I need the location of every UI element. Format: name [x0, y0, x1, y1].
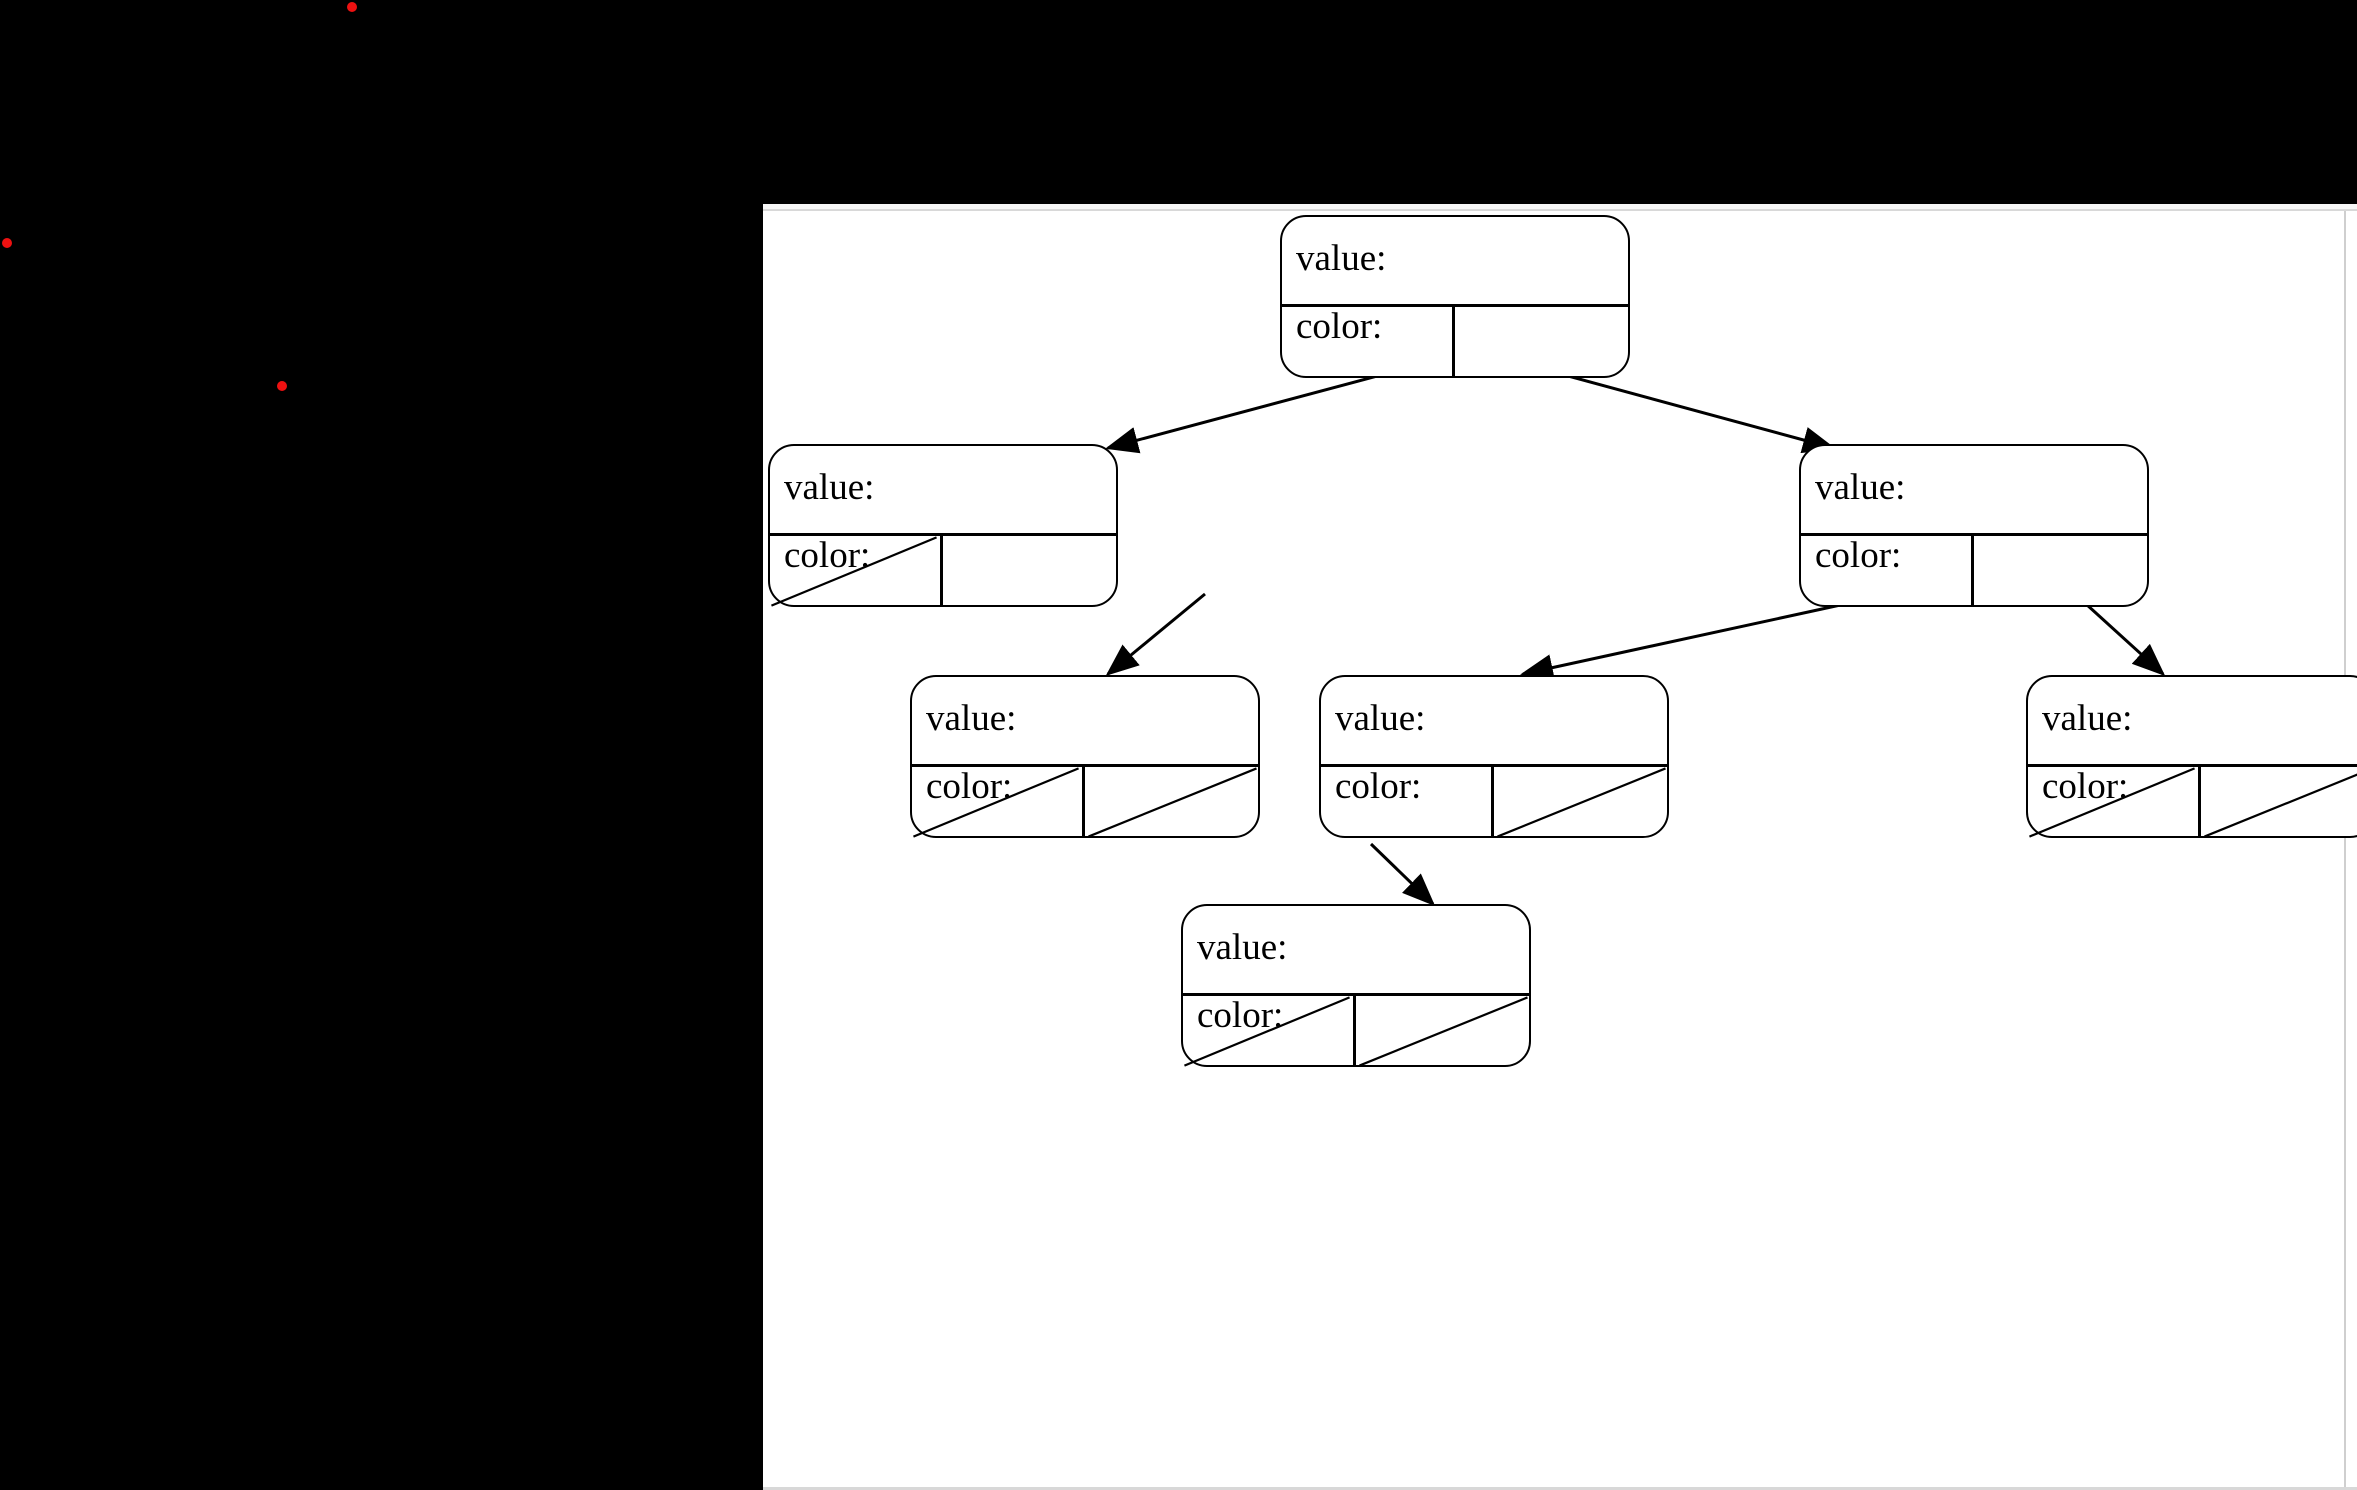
right-child-node-value-label: value: — [1815, 467, 1906, 508]
left-child-node-pointer-row — [768, 533, 1118, 607]
edge-leaf-b-to-leaf-d — [1369, 842, 1436, 907]
right-child-node-body: value: color: — [1799, 446, 2149, 607]
null-pointer-slash-icon — [910, 767, 1082, 838]
panel-top-rule — [763, 209, 2357, 211]
leaf-node-a-pointer-row — [910, 764, 1260, 838]
leaf-node-c-value-label: value: — [2042, 698, 2133, 739]
left-child-node-left-pointer-cell[interactable] — [768, 536, 943, 607]
root-node-left-pointer-cell[interactable] — [1280, 307, 1455, 378]
left-child-node-color-label: color: — [784, 535, 871, 576]
left-child-node-body: value: color: — [768, 446, 1118, 607]
panel-bottom-border — [763, 1487, 2357, 1490]
marker-dot-left — [2, 238, 12, 248]
leaf-node-b-right-pointer-cell[interactable] — [1494, 767, 1669, 838]
leaf-node-b-value-label: value: — [1335, 698, 1426, 739]
null-pointer-slash-icon — [1181, 996, 1353, 1067]
leaf-node-a-body: value: color: — [910, 677, 1260, 838]
tree-edges — [1105, 365, 2166, 907]
leaf-node-d-value-label: value: — [1197, 927, 1288, 968]
root-node-body: value: color: — [1280, 217, 1630, 378]
leaf-node-c-left-pointer-cell[interactable] — [2026, 767, 2201, 838]
right-child-node-color-label: color: — [1815, 535, 1902, 576]
leaf-node-c-color-label: color: — [2042, 766, 2129, 807]
red-black-tree-diagram-panel: value: color: value: color: — [763, 204, 2357, 1490]
leaf-node-c-right-pointer-cell[interactable] — [2201, 767, 2357, 838]
panel-top-strip — [763, 204, 2357, 209]
leaf-node-d-left-pointer-cell[interactable] — [1181, 996, 1356, 1067]
leaf-node-d-body: value: color: — [1181, 906, 1531, 1067]
edge-left-child-to-leaf-a — [1105, 592, 1206, 676]
edge-root-to-left-child — [1105, 365, 1412, 454]
leaf-node-a-right-pointer-cell[interactable] — [1085, 767, 1260, 838]
leaf-node-a-left-pointer-cell[interactable] — [910, 767, 1085, 838]
leaf-node-c-pointer-row — [2026, 764, 2357, 838]
null-pointer-slash-icon — [1085, 767, 1260, 838]
panel-right-border — [2344, 211, 2346, 1490]
root-node-pointer-row — [1280, 304, 1630, 378]
leaf-node-c-body: value: color: — [2026, 677, 2357, 838]
leaf-node-b-body: value: color: — [1319, 677, 1669, 838]
leaf-node-d[interactable]: value: color: — [1181, 904, 1531, 1067]
null-pointer-slash-icon — [768, 536, 940, 607]
root-node-right-pointer-cell[interactable] — [1455, 307, 1630, 378]
leaf-node-d-right-pointer-cell[interactable] — [1356, 996, 1531, 1067]
marker-dot-middle — [277, 381, 287, 391]
leaf-node-d-color-label: color: — [1197, 995, 1284, 1036]
leaf-node-b-pointer-row — [1319, 764, 1669, 838]
root-node[interactable]: value: color: — [1280, 215, 1630, 378]
leaf-node-a[interactable]: value: color: — [910, 675, 1260, 838]
left-child-node-value-label: value: — [784, 467, 875, 508]
null-pointer-slash-icon — [1356, 996, 1531, 1067]
root-node-value-label: value: — [1296, 238, 1387, 279]
null-pointer-slash-icon — [2026, 767, 2198, 838]
null-pointer-slash-icon — [1494, 767, 1669, 838]
right-child-node-pointer-row — [1799, 533, 2149, 607]
edge-root-to-right-child — [1534, 365, 1836, 454]
left-child-node[interactable]: value: color: — [768, 444, 1118, 607]
marker-dot-top — [347, 2, 357, 12]
null-pointer-slash-icon — [2201, 767, 2357, 838]
leaf-node-c[interactable]: value: color: — [2026, 675, 2357, 838]
leaf-node-a-color-label: color: — [926, 766, 1013, 807]
right-child-node[interactable]: value: color: — [1799, 444, 2149, 607]
leaf-node-d-pointer-row — [1181, 993, 1531, 1067]
left-child-node-right-pointer-cell[interactable] — [943, 536, 1118, 607]
leaf-node-b[interactable]: value: color: — [1319, 675, 1669, 838]
right-child-node-right-pointer-cell[interactable] — [1974, 536, 2149, 607]
leaf-node-a-value-label: value: — [926, 698, 1017, 739]
leaf-node-b-color-label: color: — [1335, 766, 1422, 807]
root-node-color-label: color: — [1296, 306, 1383, 347]
leaf-node-b-left-pointer-cell[interactable] — [1319, 767, 1494, 838]
right-child-node-left-pointer-cell[interactable] — [1799, 536, 1974, 607]
